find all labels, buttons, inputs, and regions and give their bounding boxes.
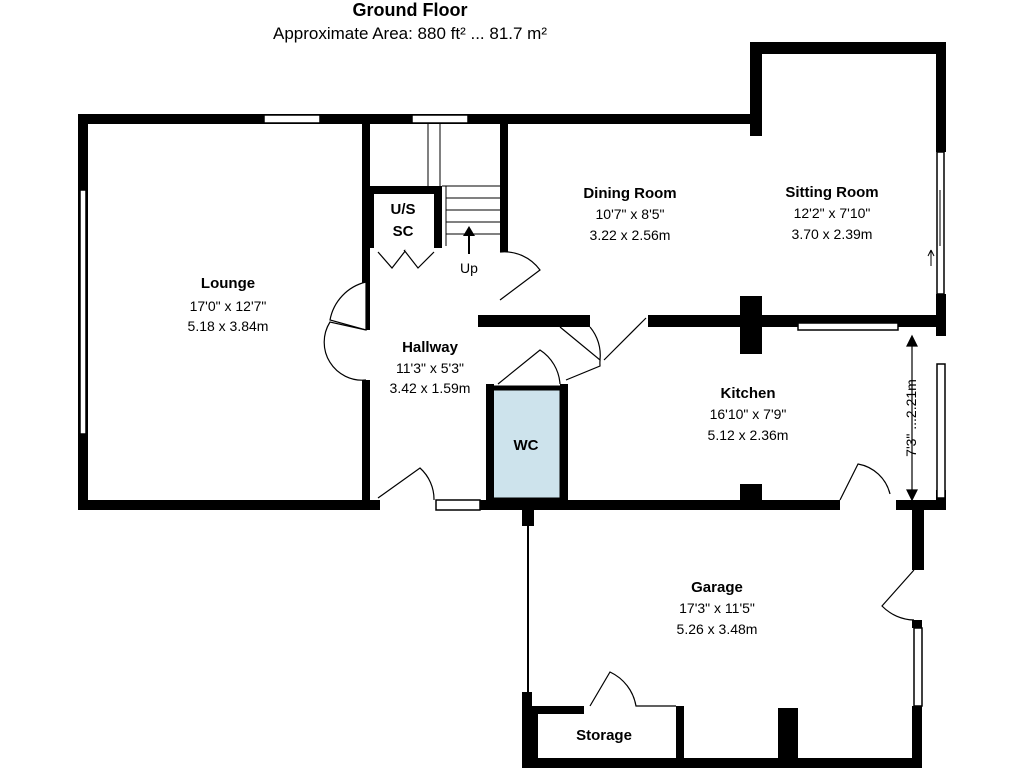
hallway-name: Hallway [402, 339, 459, 356]
plan-area: Approximate Area: 880 ft² ... 81.7 m² [272, 24, 548, 43]
hallway-imperial: 11'3" x 5'3" [396, 360, 464, 376]
lounge-metric: 5.18 x 3.84m [188, 318, 269, 334]
window-sash-lines [927, 190, 941, 266]
wc-room-fill [487, 385, 565, 503]
kitchen-name: Kitchen [720, 385, 775, 402]
dining-name: Dining Room [583, 185, 676, 202]
kitchen-metric: 5.12 x 2.36m [708, 427, 789, 443]
stairs-up-label: Up [460, 260, 478, 276]
room-labels: Lounge 17'0" x 12'7" 5.18 x 3.84m U/S SC… [188, 184, 919, 744]
garage-name: Garage [691, 579, 743, 596]
garage-metric: 5.26 x 3.48m [677, 621, 758, 637]
wc-name: WC [514, 437, 539, 454]
sitting-imperial: 12'2" x 7'10" [794, 205, 871, 221]
us-sc-line1: U/S [390, 201, 415, 218]
walls [78, 42, 946, 768]
sitting-name: Sitting Room [785, 184, 878, 201]
plan-title: Ground Floor [352, 0, 468, 20]
garage-imperial: 17'3" x 11'5" [679, 600, 755, 616]
doors [323, 249, 915, 707]
stairs [427, 124, 500, 246]
kitchen-imperial: 16'10" x 7'9" [710, 406, 787, 422]
storage-name: Storage [576, 727, 632, 744]
us-sc-line2: SC [393, 223, 414, 240]
sitting-metric: 3.70 x 2.39m [792, 226, 873, 242]
dining-metric: 3.22 x 2.56m [590, 227, 671, 243]
lounge-imperial: 17'0" x 12'7" [190, 298, 267, 314]
stairs-up-arrow [463, 226, 475, 254]
hallway-metric: 3.42 x 1.59m [390, 380, 471, 396]
kitchen-dimension-note: 7'3" ...2.21m [903, 379, 919, 457]
lounge-name: Lounge [201, 275, 255, 292]
kitchen-dimension-line [906, 334, 918, 502]
dining-imperial: 10'7" x 8'5" [596, 206, 665, 222]
